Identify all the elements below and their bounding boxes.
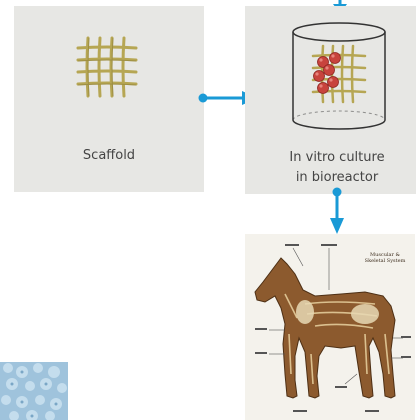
bioreactor-caption: In vitro culture in bioreactor	[245, 148, 416, 188]
scaffold-panel: Scaffold	[14, 6, 204, 192]
scaffold-mesh-icon	[74, 34, 140, 100]
horse-anatomy-panel: Muscular & Skeletal System	[245, 234, 415, 420]
bioreactor-icon	[283, 18, 395, 136]
bioreactor-caption-line2: in bioreactor	[245, 168, 416, 188]
cells-micrograph-icon	[0, 362, 68, 420]
poster-title-line2: Skeletal System	[357, 258, 413, 264]
bioreactor-panel: In vitro culture in bioreactor	[245, 6, 416, 194]
arrow-down	[328, 186, 346, 236]
scaffold-caption: Scaffold	[14, 146, 204, 166]
poster-title: Muscular & Skeletal System	[357, 252, 413, 264]
bioreactor-caption-line1: In vitro culture	[245, 148, 416, 168]
